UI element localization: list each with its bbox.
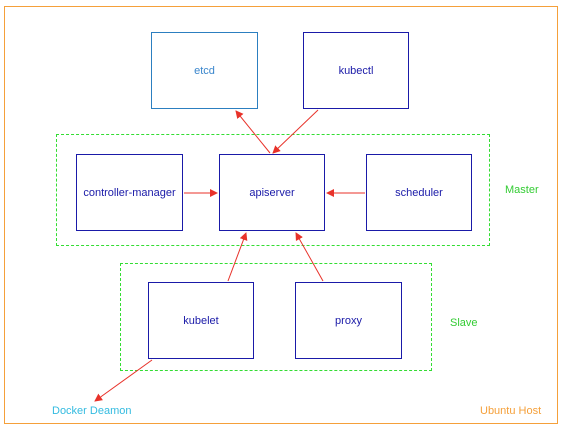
master-group-label: Master	[505, 184, 539, 196]
apiserver-label: apiserver	[249, 186, 295, 199]
slave-group	[120, 263, 432, 371]
etcd-node: etcd	[151, 32, 258, 109]
controller-manager-node: controller-manager	[76, 154, 183, 231]
proxy-node: proxy	[295, 282, 402, 359]
host-label: Ubuntu Host	[480, 405, 542, 417]
proxy-label: proxy	[335, 314, 362, 327]
kubelet-node: kubelet	[148, 282, 254, 359]
docker-daemon-label: Docker Deamon	[52, 405, 132, 417]
controller-manager-label: controller-manager	[83, 186, 176, 199]
etcd-label: etcd	[194, 64, 215, 77]
host-frame	[4, 6, 558, 424]
scheduler-node: scheduler	[366, 154, 472, 231]
kubectl-label: kubectl	[338, 64, 374, 77]
scheduler-label: scheduler	[395, 186, 443, 199]
apiserver-node: apiserver	[219, 154, 325, 231]
kubectl-node: kubectl	[303, 32, 409, 109]
kubelet-label: kubelet	[183, 314, 219, 327]
slave-group-label: Slave	[450, 317, 478, 329]
